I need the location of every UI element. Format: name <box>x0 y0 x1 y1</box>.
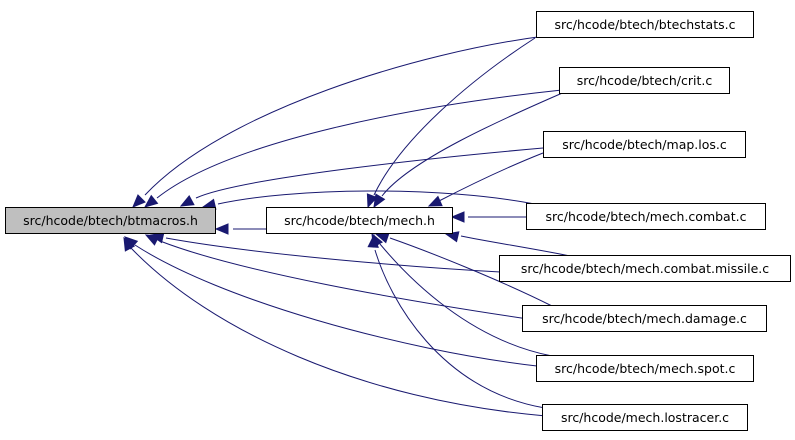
arrow-head-icon <box>367 233 379 248</box>
edge-crit-to-mech <box>373 90 568 209</box>
node-box <box>536 355 754 382</box>
arrow-head-icon <box>143 194 159 208</box>
edge-line <box>381 90 568 197</box>
edge-maplos-to-mech <box>427 152 544 207</box>
node-label: src/hcode/btech/mech.spot.c <box>555 361 736 376</box>
node-mechspot[interactable]: src/hcode/btech/mech.spot.c <box>536 355 754 382</box>
arrow-head-icon <box>144 234 160 246</box>
node-label: src/hcode/btech/map.los.c <box>562 137 727 152</box>
edge-mechlostracer-to-btmacros <box>123 236 547 417</box>
edge-mechspot-to-mech <box>371 232 553 357</box>
arrow-head-icon <box>132 194 146 208</box>
edge-mechspot-to-btmacros <box>124 236 538 367</box>
arrow-head-icon <box>427 195 443 207</box>
node-label: src/hcode/btech/mech.combat.missile.c <box>521 261 769 276</box>
edge-mechlostracer-to-mech <box>367 233 546 409</box>
node-label: src/hcode/btech/btechstats.c <box>555 17 736 32</box>
node-maplos[interactable]: src/hcode/btech/map.los.c <box>543 131 746 158</box>
edge-mech-to-btmacros <box>214 223 266 235</box>
node-box <box>522 305 767 332</box>
node-box <box>559 67 730 94</box>
node-crit[interactable]: src/hcode/btech/crit.c <box>559 67 730 94</box>
node-label: src/hcode/btech/mech.damage.c <box>542 311 747 326</box>
edge-line <box>438 152 544 202</box>
edge-line <box>195 147 544 199</box>
node-btechstats[interactable]: src/hcode/btech/btechstats.c <box>536 11 754 38</box>
graph-edges <box>123 35 571 417</box>
node-mechcombat[interactable]: src/hcode/btech/mech.combat.c <box>526 203 766 230</box>
edge-mechcombatmissile-to-mech <box>444 231 571 257</box>
node-mechcombatmissile[interactable]: src/hcode/btech/mech.combat.missile.c <box>499 255 791 282</box>
arrow-head-icon <box>366 193 378 209</box>
node-mechlostracer[interactable]: src/hcode/mech.lostracer.c <box>542 404 748 431</box>
edge-line <box>144 35 546 196</box>
graph-nodes: src/hcode/btech/btmacros.h src/hcode/btec… <box>5 11 791 431</box>
edge-mechdamage-to-btmacros <box>144 234 529 320</box>
arrow-head-icon <box>373 193 386 209</box>
edge-line <box>374 249 546 409</box>
node-label: src/hcode/btech/mech.combat.c <box>546 209 747 224</box>
edge-line <box>156 89 563 199</box>
edge-btechstats-to-btmacros <box>132 35 546 208</box>
node-box <box>526 203 766 230</box>
arrow-head-icon <box>214 223 229 235</box>
node-label: src/hcode/btech/mech.h <box>284 213 435 228</box>
edge-mechcombatmissile-to-btmacros <box>149 232 520 274</box>
node-box <box>499 255 791 282</box>
edge-line <box>165 237 520 274</box>
edge-line <box>373 37 536 196</box>
node-box <box>543 131 746 158</box>
edge-mechcombat-to-mech <box>450 211 526 223</box>
node-box <box>5 207 216 234</box>
node-label: src/hcode/btech/btmacros.h <box>23 213 198 228</box>
edge-line <box>130 247 547 417</box>
node-box <box>542 404 748 431</box>
arrow-head-icon <box>179 195 195 207</box>
edge-line <box>134 244 538 367</box>
edge-line <box>159 240 529 320</box>
edge-maplos-to-btmacros <box>179 147 544 207</box>
node-btmacros[interactable]: src/hcode/btech/btmacros.h <box>5 207 216 234</box>
node-label: src/hcode/btech/crit.c <box>577 73 713 88</box>
node-label: src/hcode/mech.lostracer.c <box>561 410 729 425</box>
edge-line <box>460 235 571 257</box>
node-box <box>266 207 453 234</box>
arrow-head-icon <box>123 236 136 252</box>
arrow-head-icon <box>450 211 465 223</box>
edge-crit-to-btmacros <box>143 89 563 208</box>
node-mech[interactable]: src/hcode/btech/mech.h <box>266 207 453 234</box>
node-mechdamage[interactable]: src/hcode/btech/mech.damage.c <box>522 305 767 332</box>
edge-line <box>217 190 541 206</box>
edge-line <box>389 237 553 307</box>
edge-btechstats-to-mech <box>366 37 536 209</box>
edge-line <box>379 243 553 357</box>
node-box <box>536 11 754 38</box>
